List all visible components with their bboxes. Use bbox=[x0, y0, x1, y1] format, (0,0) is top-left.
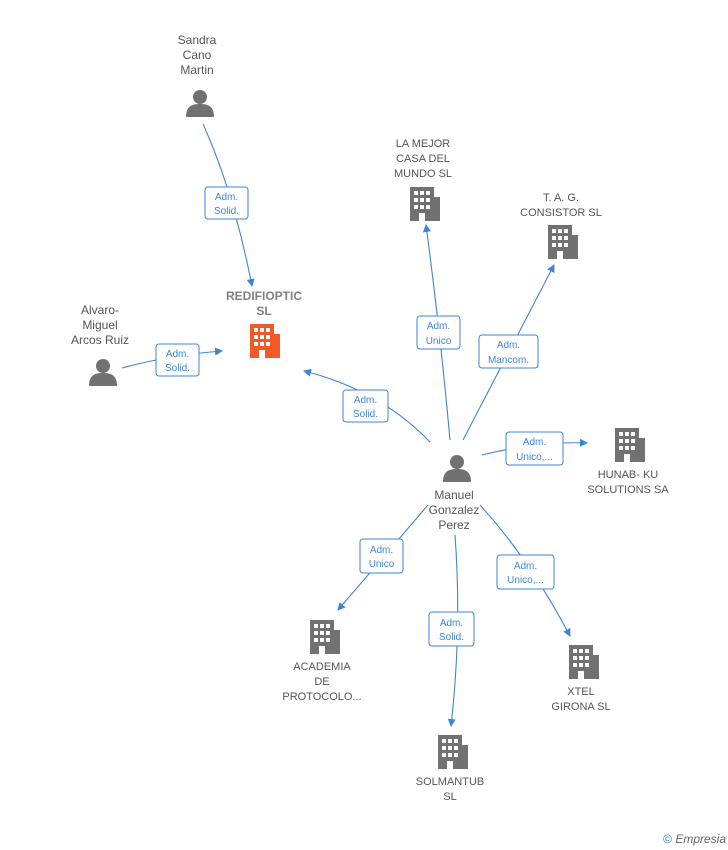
svg-text:Solid.: Solid. bbox=[214, 206, 239, 217]
person-icon bbox=[443, 455, 471, 482]
svg-text:Adm.: Adm. bbox=[514, 561, 537, 572]
building-icon bbox=[438, 735, 468, 769]
svg-text:Solid.: Solid. bbox=[165, 363, 190, 374]
building-icon bbox=[548, 225, 578, 259]
node-xtel-label-1: XTEL bbox=[567, 686, 595, 698]
node-sandra-label-3: Martin bbox=[180, 63, 213, 77]
building-icon bbox=[250, 324, 280, 358]
person-icon bbox=[186, 90, 214, 117]
edge-label-manuel-solmantub: Adm. Solid. bbox=[428, 611, 475, 647]
footer-credit: © Empresia bbox=[663, 832, 726, 846]
svg-text:Unico: Unico bbox=[426, 336, 452, 347]
svg-text:Solid.: Solid. bbox=[439, 632, 464, 643]
node-academia[interactable]: ACADEMIA DE PROTOCOLO... bbox=[282, 620, 362, 703]
node-redifioptic-label-1: REDIFIOPTIC bbox=[226, 289, 302, 303]
svg-text:Unico,...: Unico,... bbox=[516, 452, 553, 463]
edge-label-manuel-xtel: Adm. Unico,... bbox=[496, 554, 555, 590]
edge-label-alvaro: Adm. Solid. bbox=[155, 343, 200, 377]
node-hunab-label-1: HUNAB- KU bbox=[598, 469, 659, 481]
node-la-mejor-label-2: CASA DEL bbox=[396, 153, 450, 165]
svg-text:Adm.: Adm. bbox=[370, 545, 393, 556]
node-alvaro-label-1: Alvaro- bbox=[81, 303, 119, 317]
node-manuel-label-2: Gonzalez bbox=[429, 503, 480, 517]
node-alvaro-label-3: Arcos Ruiz bbox=[71, 333, 129, 347]
svg-text:Adm.: Adm. bbox=[166, 349, 189, 360]
node-academia-label-1: ACADEMIA bbox=[293, 661, 351, 673]
building-icon bbox=[569, 645, 599, 679]
node-la-mejor-casa[interactable]: LA MEJOR CASA DEL MUNDO SL bbox=[394, 138, 452, 221]
node-manuel-label-3: Perez bbox=[438, 518, 469, 532]
node-tag-consistor[interactable]: T. A. G. CONSISTOR SL bbox=[520, 192, 602, 259]
node-hunab-ku[interactable]: HUNAB- KU SOLUTIONS SA bbox=[587, 428, 669, 496]
svg-text:Adm.: Adm. bbox=[523, 437, 546, 448]
edge-label-manuel-hunab: Adm. Unico,... bbox=[505, 431, 564, 466]
node-xtel-label-2: GIRONA SL bbox=[551, 701, 610, 713]
node-la-mejor-label-3: MUNDO SL bbox=[394, 168, 452, 180]
building-icon bbox=[615, 428, 645, 462]
node-alvaro[interactable]: Alvaro- Miguel Arcos Ruiz bbox=[71, 303, 129, 386]
svg-text:Mancom.: Mancom. bbox=[488, 355, 529, 366]
brand-logo[interactable]: Empresia bbox=[675, 832, 726, 846]
svg-text:Adm.: Adm. bbox=[354, 395, 377, 406]
edge-label-manuel-academia: Adm. Unico bbox=[359, 538, 404, 574]
node-manuel-label-1: Manuel bbox=[434, 488, 473, 502]
svg-text:Adm.: Adm. bbox=[215, 192, 238, 203]
svg-text:Adm.: Adm. bbox=[440, 618, 463, 629]
node-sandra[interactable]: Sandra Cano Martin bbox=[178, 33, 217, 117]
node-academia-label-3: PROTOCOLO... bbox=[282, 691, 361, 703]
edge-label-manuel-redifioptic: Adm. Solid. bbox=[342, 389, 389, 423]
node-tag-label-2: CONSISTOR SL bbox=[520, 207, 602, 219]
edge-label-manuel-tag: Adm. Mancom. bbox=[478, 334, 539, 369]
svg-text:Unico,...: Unico,... bbox=[507, 575, 544, 586]
svg-text:Adm.: Adm. bbox=[497, 340, 520, 351]
node-redifioptic-label-2: SL bbox=[256, 304, 271, 318]
node-solmantub-label-1: SOLMANTUB bbox=[416, 776, 484, 788]
edge-label-manuel-lamejor: Adm. Unico bbox=[416, 315, 461, 350]
node-redifioptic[interactable]: REDIFIOPTIC SL bbox=[226, 289, 302, 358]
building-icon bbox=[410, 187, 440, 221]
node-tag-label-1: T. A. G. bbox=[543, 192, 579, 204]
node-academia-label-2: DE bbox=[314, 676, 329, 688]
node-manuel[interactable]: Manuel Gonzalez Perez bbox=[429, 455, 480, 532]
node-solmantub-label-2: SL bbox=[443, 791, 456, 803]
person-icon bbox=[89, 359, 117, 386]
building-icon bbox=[310, 620, 340, 654]
node-sandra-label-2: Cano bbox=[183, 48, 212, 62]
svg-text:Solid.: Solid. bbox=[353, 409, 378, 420]
node-hunab-label-2: SOLUTIONS SA bbox=[587, 484, 669, 496]
copyright-icon: © bbox=[663, 832, 672, 846]
svg-text:Adm.: Adm. bbox=[427, 321, 450, 332]
svg-text:Unico: Unico bbox=[369, 559, 395, 570]
node-la-mejor-label-1: LA MEJOR bbox=[396, 138, 450, 150]
node-alvaro-label-2: Miguel bbox=[82, 318, 117, 332]
node-solmantub[interactable]: SOLMANTUB SL bbox=[416, 735, 484, 803]
node-sandra-label-1: Sandra bbox=[178, 33, 217, 47]
edge-label-sandra: Adm. Solid. bbox=[204, 186, 249, 220]
node-xtel-girona[interactable]: XTEL GIRONA SL bbox=[551, 645, 611, 713]
